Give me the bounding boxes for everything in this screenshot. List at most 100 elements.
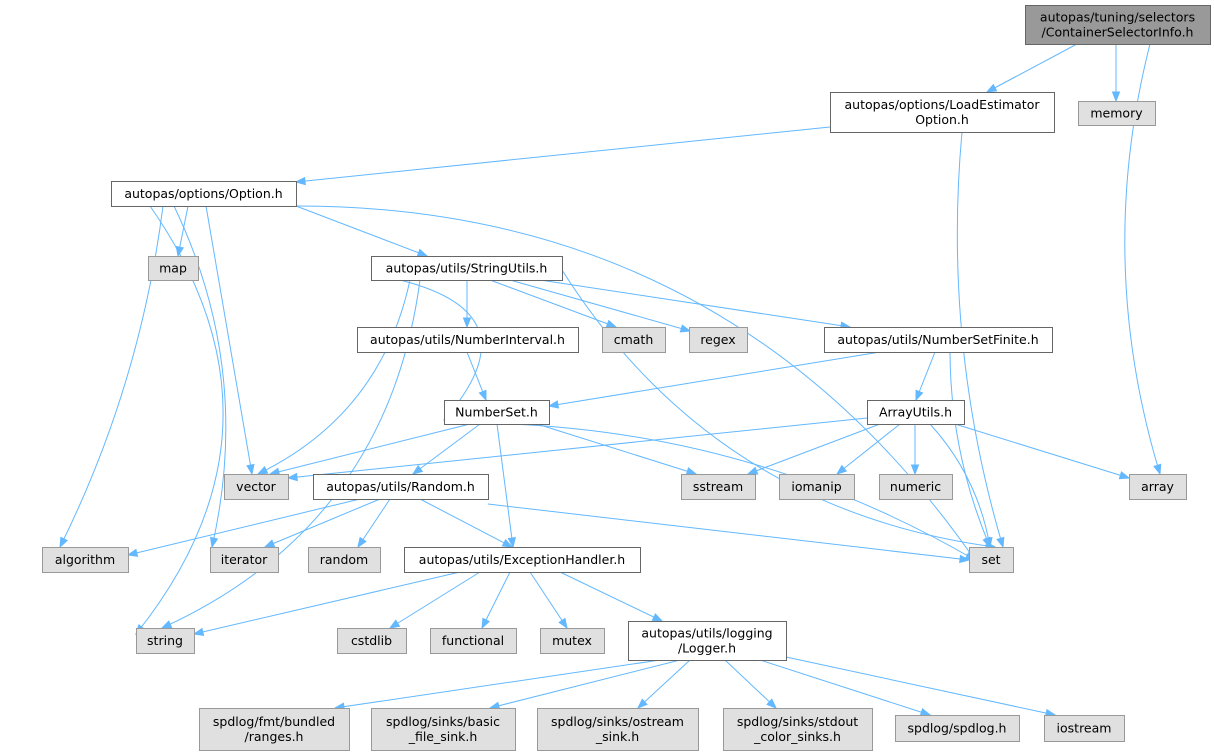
node-label: autopas/utils/logging xyxy=(641,626,772,641)
node-box xyxy=(430,628,517,654)
node-option[interactable]: autopas/options/Option.h xyxy=(111,181,297,207)
edge-line xyxy=(295,126,831,183)
edge-arrowhead xyxy=(59,536,69,549)
edge-logger-to-basicfile xyxy=(488,659,681,710)
edge-numbersetfinite-to-numberset xyxy=(547,351,881,409)
edge-numberset-to-sstream xyxy=(536,423,698,476)
edge-arrowhead xyxy=(416,248,429,257)
node-numbersetfinite[interactable]: autopas/utils/NumberSetFinite.h xyxy=(824,327,1053,353)
node-random_h[interactable]: autopas/utils/Random.h xyxy=(313,474,489,500)
node-box xyxy=(371,256,563,281)
edge-option-to-vector xyxy=(205,205,255,476)
node-label: autopas/options/LoadEstimator xyxy=(845,97,1041,112)
node-numberset[interactable]: NumberSet.h xyxy=(444,400,550,425)
nodes-layer: autopas/tuning/selectors/ContainerSelect… xyxy=(42,5,1211,751)
node-box xyxy=(830,92,1055,133)
node-box xyxy=(895,715,1020,742)
node-box xyxy=(628,621,787,661)
node-box xyxy=(824,327,1053,353)
node-logger[interactable]: autopas/utils/logging/Logger.h xyxy=(628,621,787,661)
node-ostream: spdlog/sinks/ostream_sink.h xyxy=(537,708,699,751)
node-box xyxy=(969,547,1014,573)
edge-line xyxy=(357,498,391,548)
node-box xyxy=(1044,715,1125,742)
node-arrayutils[interactable]: ArrayUtils.h xyxy=(867,400,965,425)
edge-arrowhead xyxy=(388,619,401,629)
edge-line xyxy=(193,571,461,635)
edge-numberset-to-random_h xyxy=(411,423,481,475)
edge-line xyxy=(559,571,663,622)
node-memory: memory xyxy=(1078,101,1156,126)
edge-arrowhead xyxy=(246,463,255,476)
edge-random_h-to-exceptionhandler xyxy=(419,498,514,548)
edge-line xyxy=(954,423,1130,479)
edge-line xyxy=(724,659,777,709)
node-label: cstdlib xyxy=(351,633,392,648)
edge-numbersetfinite-to-set xyxy=(949,351,991,549)
node-numeric: numeric xyxy=(879,474,953,500)
edge-arrowhead xyxy=(411,464,424,475)
node-stringutils[interactable]: autopas/utils/StringUtils.h xyxy=(371,256,563,281)
edge-arrowhead xyxy=(126,548,139,557)
node-label: autopas/utils/Random.h xyxy=(326,479,475,494)
node-label: autopas/utils/NumberSetFinite.h xyxy=(837,332,1038,347)
edge-arrowhead xyxy=(462,317,472,329)
node-iterator: iterator xyxy=(210,547,279,573)
edge-random_h-to-iterator xyxy=(263,498,381,548)
edge-logger-to-stdoutcolor xyxy=(724,659,778,709)
node-label: NumberSet.h xyxy=(455,405,538,420)
node-label: map xyxy=(159,261,187,276)
edge-arrowhead xyxy=(985,83,998,93)
node-box xyxy=(723,708,873,751)
node-box xyxy=(308,547,381,573)
edge-arrowhead xyxy=(1111,91,1121,103)
edge-line xyxy=(205,205,253,475)
edge-stringutils-to-numbersetfinite xyxy=(539,279,852,330)
edge-line xyxy=(269,423,471,475)
edge-line xyxy=(295,205,976,561)
edge-line xyxy=(785,656,1056,716)
edge-exceptionhandler-to-cstdlib xyxy=(388,571,481,629)
edge-line xyxy=(529,571,568,629)
node-exceptionhandler[interactable]: autopas/utils/ExceptionHandler.h xyxy=(404,547,641,573)
edge-stringutils-to-vector xyxy=(256,279,411,475)
node-box xyxy=(879,474,953,500)
node-label: regex xyxy=(700,332,735,347)
node-label: autopas/utils/StringUtils.h xyxy=(386,261,548,276)
node-box xyxy=(148,256,199,281)
node-label: /Logger.h xyxy=(678,641,736,656)
edge-line xyxy=(419,498,513,548)
edge-logger-to-spdlog xyxy=(759,659,932,717)
node-functional: functional xyxy=(430,628,517,654)
edge-line xyxy=(836,423,901,475)
node-box xyxy=(1025,5,1211,45)
node-label: string xyxy=(147,633,183,648)
edge-arrowhead xyxy=(910,464,920,476)
node-box xyxy=(540,628,605,654)
node-root[interactable]: autopas/tuning/selectors/ContainerSelect… xyxy=(1025,5,1211,45)
node-numberinterval[interactable]: autopas/utils/NumberInterval.h xyxy=(357,327,579,353)
edges-layer xyxy=(59,43,1162,718)
node-label: memory xyxy=(1090,106,1143,121)
edge-arrowhead xyxy=(915,389,924,402)
node-label: iterator xyxy=(221,552,268,567)
node-box xyxy=(537,708,699,751)
edge-line xyxy=(334,659,661,709)
node-cstdlib: cstdlib xyxy=(337,628,407,654)
edge-arrayutils-to-array xyxy=(954,423,1131,480)
node-box xyxy=(1078,101,1156,126)
node-box xyxy=(210,547,279,573)
edge-stringutils-to-regex xyxy=(509,279,692,333)
node-box xyxy=(224,474,289,500)
node-box xyxy=(1129,474,1187,500)
node-label: random xyxy=(320,552,368,567)
node-label: sstream xyxy=(693,479,743,494)
edge-line xyxy=(509,279,691,332)
edge-exceptionhandler-to-functional xyxy=(481,571,511,630)
edge-arrayutils-to-iomanip xyxy=(835,423,901,475)
edge-line xyxy=(264,498,381,548)
edge-line xyxy=(481,571,511,629)
node-box xyxy=(867,400,965,425)
